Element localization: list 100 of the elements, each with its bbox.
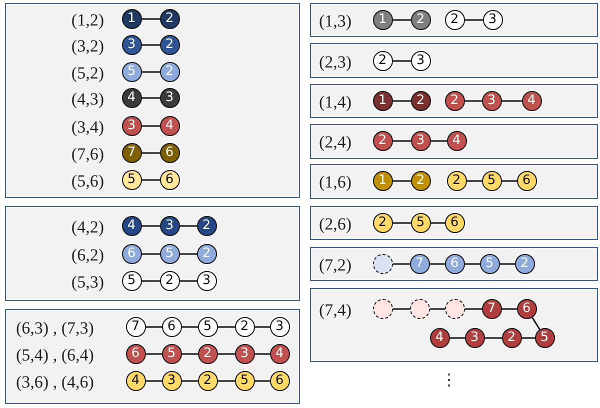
- vertex-circle: 6: [444, 254, 464, 274]
- vertex-circle: 6: [160, 142, 180, 162]
- pair-label: (3,2): [71, 38, 104, 54]
- vertex-circle: 3: [162, 370, 182, 390]
- edge-line: [142, 97, 160, 99]
- vertex-circle: 6: [126, 344, 146, 364]
- pair-label: (7,6): [71, 146, 104, 162]
- group-panel: [310, 206, 598, 240]
- vertex-circle: 2: [198, 344, 218, 364]
- vertex-circle: 5: [160, 244, 180, 264]
- vertex-circle: 2: [410, 10, 430, 30]
- edge-line: [502, 100, 522, 102]
- edge-line: [182, 353, 198, 355]
- vertex-circle: 2: [514, 254, 534, 274]
- vertex-circle: 3: [122, 116, 142, 136]
- vertex-circle: 2: [410, 170, 430, 190]
- vertex-circle: 6: [270, 370, 290, 390]
- edge-line: [431, 140, 447, 142]
- vertex-circle: 4: [430, 328, 450, 348]
- vertex-circle: 2: [444, 90, 464, 110]
- edge-line: [180, 225, 197, 227]
- vertex-circle: 2: [196, 216, 216, 236]
- vertex-circle: 4: [522, 90, 542, 110]
- edge-line: [393, 140, 411, 142]
- edge-line: [465, 100, 482, 102]
- edge-line: [182, 326, 198, 328]
- vertex-circle: 2: [372, 50, 392, 70]
- vertex-circle: 7: [122, 142, 142, 162]
- edge-line: [393, 222, 411, 224]
- group-panel: [5, 309, 300, 404]
- vertex-circle: 6: [160, 170, 180, 190]
- edge-line: [180, 280, 197, 282]
- vertex-circle: 2: [160, 62, 180, 82]
- pair-label: (5,3): [71, 274, 104, 290]
- vertex-circle: 3: [160, 88, 180, 108]
- edge-line: [142, 71, 160, 73]
- edge-line: [180, 253, 197, 255]
- pair-label: (2,6): [319, 216, 352, 232]
- vertex-circle: 5: [122, 170, 142, 190]
- vertex-circle: 2: [196, 244, 216, 264]
- edge-line: [142, 253, 160, 255]
- edge-line: [465, 308, 482, 310]
- vertex-circle: 4: [122, 216, 142, 236]
- pair-label: (7,2): [319, 256, 352, 274]
- vertex-circle: 2: [234, 316, 254, 336]
- vertex-circle: 1: [122, 8, 142, 28]
- vertex-circle: 2: [160, 270, 180, 290]
- edge-line: [502, 308, 517, 310]
- empty-vertex-circle: [410, 298, 430, 318]
- pair-label: (3,6) , (4,6): [16, 374, 94, 390]
- edge-line: [393, 263, 410, 265]
- edge-line: [522, 337, 535, 339]
- edge-line: [393, 308, 410, 310]
- vertex-circle: 4: [122, 88, 142, 108]
- edge-line: [502, 180, 517, 182]
- pair-label: (2,4): [319, 134, 352, 150]
- edge-line: [255, 326, 270, 328]
- edge-line: [218, 326, 235, 328]
- vertex-circle: 4: [270, 344, 290, 364]
- vertex-circle: 6: [122, 244, 142, 264]
- edge-line: [142, 280, 160, 282]
- edge-line: [393, 60, 411, 62]
- edge-line: [146, 353, 162, 355]
- vertex-circle: 3: [122, 34, 142, 54]
- vertex-circle: 6: [444, 212, 464, 232]
- edge-line: [218, 380, 235, 382]
- edge-line: [467, 180, 482, 182]
- pair-label: (1,4): [319, 94, 352, 110]
- edge-line: [430, 308, 445, 310]
- edge-line: [146, 380, 162, 382]
- group-panel: [310, 164, 598, 199]
- edge-line: [430, 263, 445, 265]
- pair-label: (1,2): [71, 12, 104, 28]
- edge-line: [255, 380, 270, 382]
- vertex-circle: 3: [410, 50, 430, 70]
- vertex-circle: 2: [160, 8, 180, 28]
- edge-line: [450, 337, 465, 339]
- edge-line: [142, 18, 160, 20]
- vertex-circle: 1: [372, 10, 392, 30]
- vertex-circle: 2: [372, 130, 392, 150]
- group-panel: [310, 84, 598, 118]
- edge-line: [393, 19, 411, 21]
- edge-line: [142, 125, 160, 127]
- vertex-circle: 3: [234, 344, 254, 364]
- empty-vertex-circle: [372, 298, 392, 318]
- vertex-circle: 5: [122, 62, 142, 82]
- pair-label: (2,3): [319, 54, 352, 70]
- edge-line: [485, 337, 502, 339]
- vertex-circle: 1: [372, 170, 392, 190]
- vertex-circle: 2: [502, 328, 522, 348]
- empty-vertex-circle: [444, 298, 464, 318]
- vertex-circle: 2: [160, 34, 180, 54]
- pair-label: (1,3): [319, 12, 352, 30]
- edge-line: [142, 152, 160, 154]
- vertex-circle: 5: [198, 316, 218, 336]
- vertex-circle: 4: [160, 116, 180, 136]
- vertex-circle: 5: [534, 328, 554, 348]
- edge-line: [500, 263, 515, 265]
- group-panel: [5, 3, 300, 198]
- group-panel: [310, 288, 598, 362]
